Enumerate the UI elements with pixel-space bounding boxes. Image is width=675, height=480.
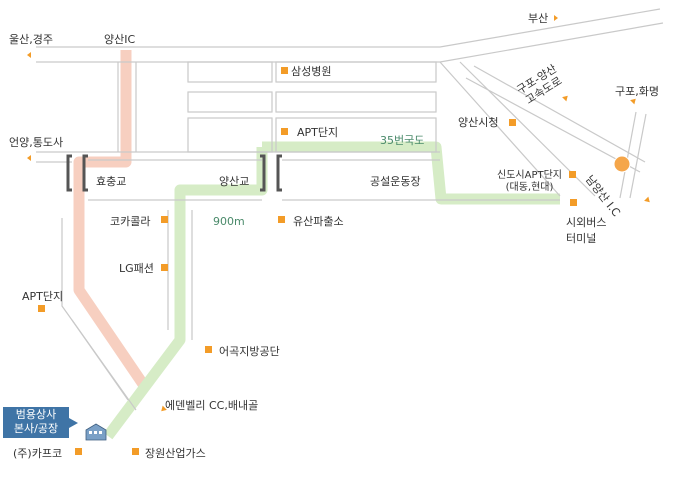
- label-apt-complex-1: APT단지: [297, 126, 339, 139]
- label-sports-complex: 공설운동장: [370, 175, 421, 188]
- apt-complex-2-marker: [38, 305, 45, 312]
- label-apt-complex-2: APT단지: [22, 290, 64, 303]
- ulsan-direction-arrow: [27, 52, 31, 58]
- label-yangsan-bridge: 양산교: [219, 175, 250, 188]
- label-route-35: 35번국도: [380, 134, 425, 147]
- jangwon-gas-marker: [132, 448, 139, 455]
- label-gupo-hwamyeong: 구포,화명: [615, 85, 659, 98]
- label-sindosi-apt: 신도시APT단지 (대동,현대): [497, 170, 562, 193]
- label-yangsan-city-hall: 양산시청: [458, 116, 499, 129]
- headquarters-badge-pointer: [69, 418, 78, 428]
- label-eogok-industrial: 어곡지방공단: [219, 345, 280, 358]
- label-ulsan-gyeongju: 울산,경주: [9, 33, 53, 46]
- lg-fashion-marker: [161, 264, 168, 271]
- highlight-route-green: [103, 141, 560, 440]
- headquarters-badge: 범용상사 본사/공장: [3, 407, 69, 438]
- samsung-hospital-marker: [281, 67, 288, 74]
- namyangsan-ic-circle: [613, 155, 631, 173]
- sindosi-apt-marker: [569, 171, 576, 178]
- apt-complex-1-marker: [281, 128, 288, 135]
- label-hyochung-bridge: 효충교: [96, 175, 127, 188]
- label-eonyang-tongdosa: 언양,통도사: [9, 136, 64, 149]
- highlight-route-red: [73, 50, 152, 394]
- kapco-marker: [75, 448, 82, 455]
- coca-cola-marker: [161, 216, 168, 223]
- label-distance-900m: 900m: [213, 215, 245, 228]
- bus-terminal-marker: [570, 199, 577, 206]
- label-kapco: (주)카프코: [13, 447, 63, 460]
- label-intercity-bus-terminal: 시외버스 터미널: [566, 216, 607, 245]
- busan-direction-arrow: [554, 15, 558, 21]
- label-busan: 부산: [528, 12, 549, 25]
- label-coca-cola: 코카콜라: [110, 215, 151, 228]
- bridge-brackets: [66, 154, 282, 192]
- factory-building-icon: [85, 423, 107, 441]
- police-box-marker: [278, 216, 285, 223]
- city-hall-marker: [509, 119, 516, 126]
- label-samsung-hospital: 삼성병원: [291, 65, 332, 78]
- label-lg-fashion: LG패션: [119, 262, 154, 275]
- label-jangwon-gas: 장원산업가스: [145, 447, 206, 460]
- label-edenvalley: 에덴벨리 CC,배내골: [165, 399, 259, 412]
- label-yusan-police-box: 유산파출소: [293, 215, 344, 228]
- eonyang-direction-arrow: [27, 155, 31, 161]
- label-yangsan-ic: 양산IC: [104, 33, 136, 46]
- eogok-industrial-marker: [205, 346, 212, 353]
